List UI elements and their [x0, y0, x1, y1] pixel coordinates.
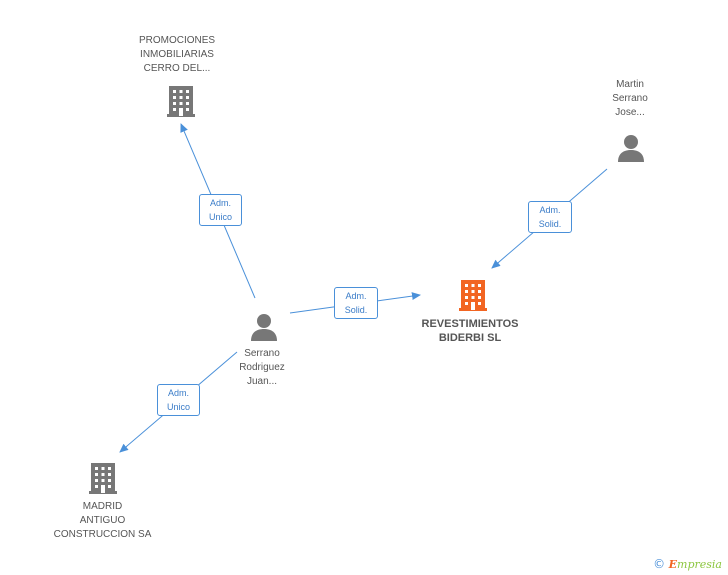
node-label-madrid[interactable]: MADRID ANTIGUO CONSTRUCCION SA	[53, 501, 152, 540]
brand-name: mpresia	[677, 558, 722, 571]
copyright-icon: ©	[653, 557, 666, 571]
node-label-martin[interactable]: Martin Serrano Jose...	[612, 79, 648, 118]
edge-label-serrano-promociones: Adm. Unico	[199, 194, 242, 226]
edge-label-serrano-madrid: Adm. Unico	[157, 384, 200, 416]
building-icon[interactable]	[165, 84, 197, 123]
edge-label-serrano-revestimientos: Adm. Solid.	[334, 287, 378, 319]
person-icon[interactable]	[616, 133, 646, 168]
node-label-promociones[interactable]: PROMOCIONES INMOBILIARIAS CERRO DEL...	[138, 35, 216, 74]
brand-initial: E	[668, 558, 678, 571]
person-icon[interactable]	[249, 312, 279, 347]
brand-watermark: © Empresia	[653, 557, 722, 571]
building-icon[interactable]	[87, 461, 119, 500]
building-icon[interactable]	[457, 278, 489, 317]
edge-label-martin-revestimientos: Adm. Solid.	[528, 201, 572, 233]
node-label-revestimientos[interactable]: REVESTIMIENTOS BIDERBI SL	[421, 318, 519, 344]
node-label-serrano[interactable]: Serrano Rodriguez Juan...	[239, 348, 285, 387]
